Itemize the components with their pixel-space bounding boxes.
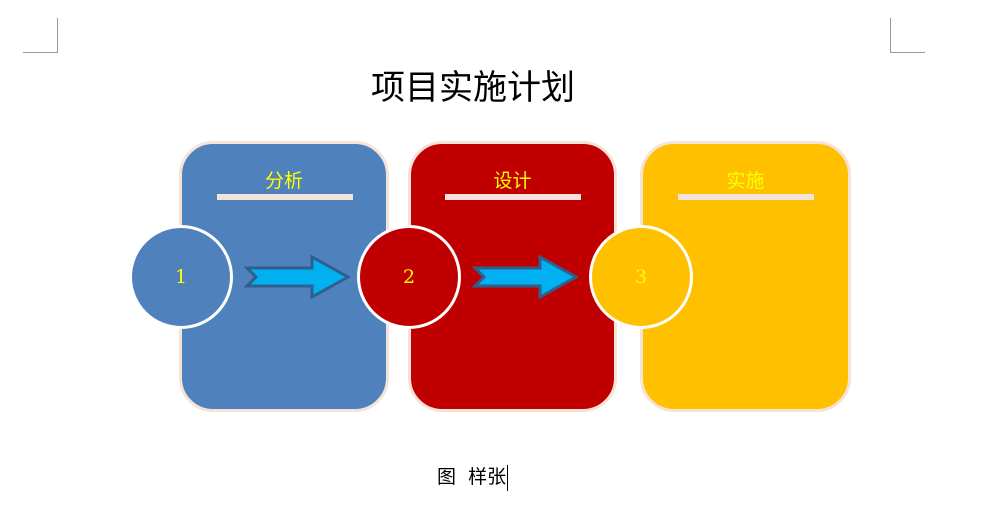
text-cursor [507, 465, 509, 491]
page-corner-mark-top-left [23, 18, 58, 53]
stage-card-divider [217, 194, 353, 200]
stage-number-circle-1[interactable]: 1 [129, 225, 233, 329]
figure-caption-text: 图 样张 [437, 466, 507, 488]
stage-card-divider [445, 194, 581, 200]
stage-card-label: 分析 [264, 170, 303, 192]
right-arrow-icon [244, 254, 352, 300]
stage-card-divider [678, 194, 814, 200]
page-corner-mark-top-right [890, 18, 925, 53]
stage-number-circle-2[interactable]: 2 [357, 225, 461, 329]
stage-card-label: 设计 [493, 170, 532, 192]
stage-card-label: 实施 [726, 170, 765, 192]
figure-caption: 图 样张 [437, 462, 509, 491]
stage-number-circle-3[interactable]: 3 [589, 225, 693, 329]
page-title: 项目实施计划 [371, 68, 575, 108]
right-arrow-icon [472, 254, 580, 300]
stage-number: 3 [634, 266, 648, 288]
stage-number: 1 [174, 266, 188, 288]
stage-number: 2 [402, 266, 416, 288]
